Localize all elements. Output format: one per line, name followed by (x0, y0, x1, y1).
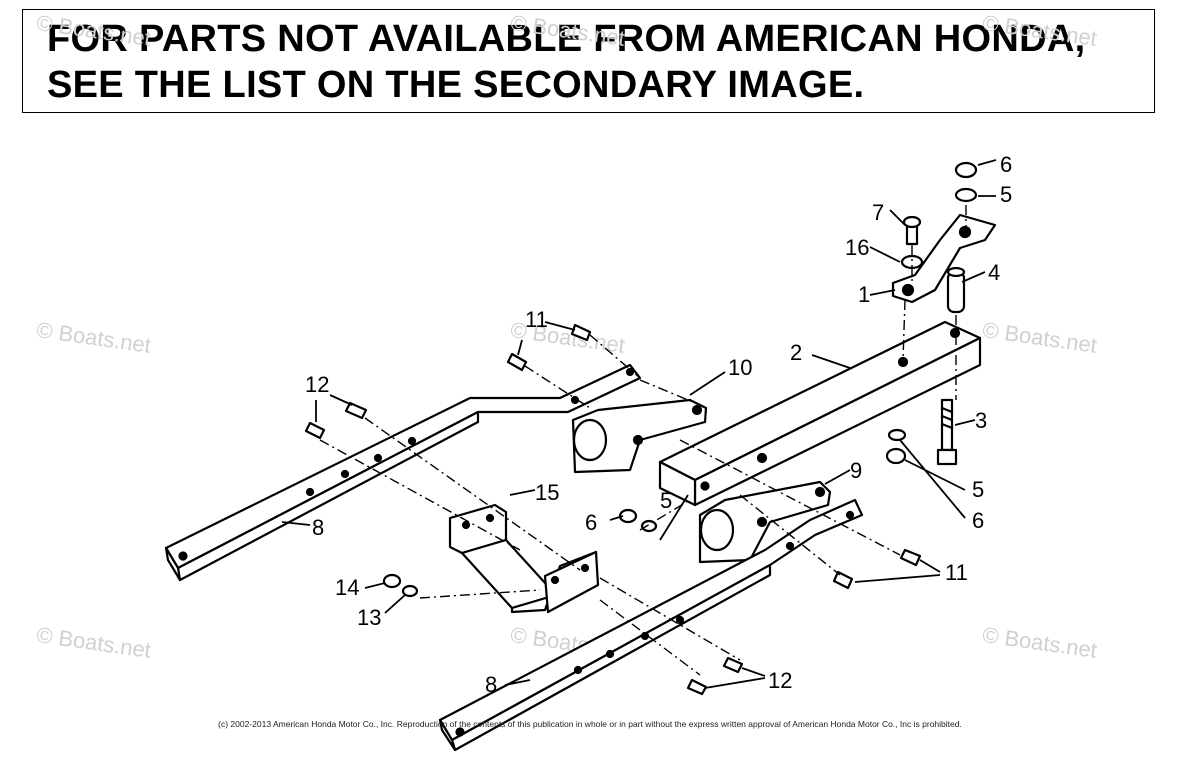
bolts-11-12 (304, 323, 922, 696)
callout-16: 16 (845, 235, 869, 260)
callout-11: 11 (945, 560, 968, 585)
notice-box: FOR PARTS NOT AVAILABLE FROM AMERICAN HO… (22, 9, 1155, 113)
callout-15: 15 (535, 480, 559, 505)
callout-7: 7 (872, 200, 884, 225)
rail-part-8-lower (438, 498, 864, 752)
callout-12: 12 (768, 668, 792, 693)
bracket-part-1 (891, 213, 997, 304)
rail-part-8-upper (164, 363, 642, 582)
callout-9: 9 (850, 458, 862, 483)
bolt-part-3 (936, 398, 958, 466)
callout-14: 14 (335, 575, 359, 600)
cross-beam-part-2 (658, 320, 982, 507)
callout-10: 10 (728, 355, 752, 380)
callout-4: 4 (988, 260, 1000, 285)
callout-8: 8 (485, 672, 497, 697)
hardware-top (382, 161, 978, 598)
copyright-notice: (c) 2002-2013 American Honda Motor Co., … (218, 719, 962, 729)
callout-5: 5 (972, 477, 984, 502)
callout-5: 5 (1000, 182, 1012, 207)
assembly-lines (319, 205, 967, 676)
callout-6: 6 (972, 508, 984, 533)
callout-12: 12 (305, 372, 329, 397)
callout-1: 1 (858, 282, 870, 307)
callout-6: 6 (585, 510, 597, 535)
pivot-plate-part-10 (571, 398, 708, 474)
notice-line-2: SEE THE LIST ON THE SECONDARY IMAGE. (47, 64, 865, 106)
pivot-plate-part-9 (698, 480, 832, 564)
callout-2: 2 (790, 340, 802, 365)
spacer-part-4 (946, 266, 966, 314)
callout-6: 6 (1000, 152, 1012, 177)
u-bracket-part-15 (448, 503, 600, 614)
callout-11: 11 (525, 307, 548, 332)
notice-line-1: FOR PARTS NOT AVAILABLE FROM AMERICAN HO… (47, 18, 1086, 60)
callout-labels: 6 5 7 16 1 4 2 3 5 6 10 9 11 12 8 15 6 5… (305, 152, 1012, 697)
callout-8: 8 (312, 515, 324, 540)
callout-5: 5 (660, 488, 672, 513)
callout-13: 13 (357, 605, 381, 630)
leader-lines (281, 159, 997, 689)
callout-3: 3 (975, 408, 987, 433)
